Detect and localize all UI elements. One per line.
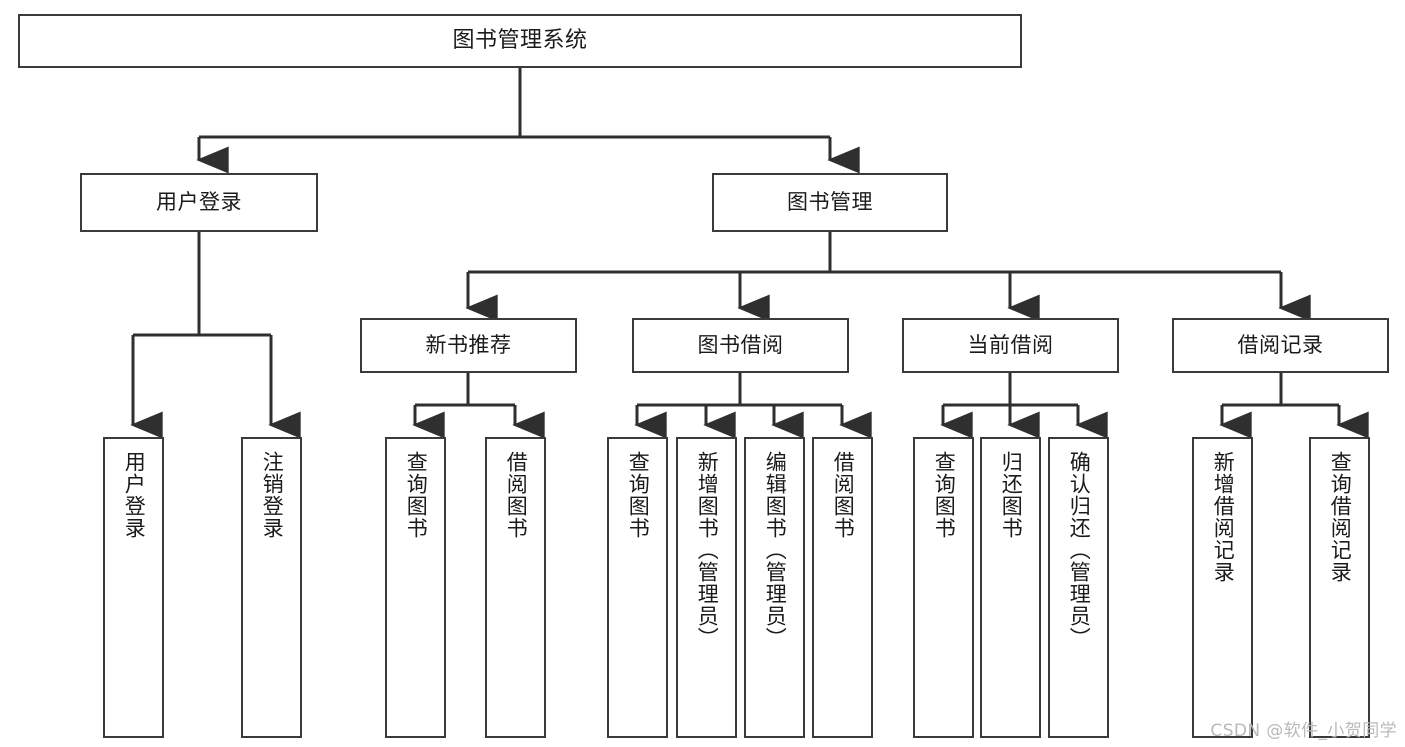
node-leaf-query-borrow-record[interactable]: 查询借阅记录 [1309,437,1370,738]
node-leaf-query-book-recommend[interactable]: 查询图书 [385,437,446,738]
node-leaf-query-book-borrow[interactable]: 查询图书 [607,437,668,738]
node-leaf-add-book[interactable]: 新增图书（管理员） [676,437,737,738]
node-user-login[interactable]: 用户登录 [80,173,318,232]
node-label: 图书管理 [787,190,873,215]
node-label: 编辑图书（管理员） [763,451,788,649]
node-label: 借阅图书 [504,451,529,539]
node-label: 借阅记录 [1237,333,1324,358]
node-leaf-logout-login[interactable]: 注销登录 [241,437,302,738]
node-new-book-recommend[interactable]: 新书推荐 [360,318,577,373]
node-leaf-user-login[interactable]: 用户登录 [103,437,164,738]
node-leaf-borrow-book-recommend[interactable]: 借阅图书 [485,437,546,738]
node-leaf-add-borrow-record[interactable]: 新增借阅记录 [1192,437,1253,738]
node-label: 查询图书 [404,451,429,539]
node-leaf-edit-book[interactable]: 编辑图书（管理员） [744,437,805,738]
node-leaf-query-book-current[interactable]: 查询图书 [913,437,974,738]
node-leaf-confirm-return[interactable]: 确认归还（管理员） [1048,437,1109,738]
node-label: 图书借阅 [697,333,784,358]
node-label: 当前借阅 [967,333,1054,358]
node-label: 用户登录 [156,190,242,215]
node-label: 查询借阅记录 [1328,451,1353,583]
node-label: 借阅图书 [831,451,856,539]
node-label: 确认归还（管理员） [1067,451,1092,649]
node-current-borrow[interactable]: 当前借阅 [902,318,1119,373]
node-label: 查询图书 [932,451,957,539]
node-label: 注销登录 [260,451,285,539]
node-label: 归还图书 [999,451,1024,539]
node-book-manage[interactable]: 图书管理 [712,173,948,232]
node-book-borrow[interactable]: 图书借阅 [632,318,849,373]
node-label: 新增图书（管理员） [695,451,720,649]
node-root-book-management-system[interactable]: 图书管理系统 [18,14,1022,68]
node-borrow-record[interactable]: 借阅记录 [1172,318,1389,373]
node-label: 查询图书 [626,451,651,539]
node-label: 新书推荐 [425,333,512,358]
node-leaf-return-book[interactable]: 归还图书 [980,437,1041,738]
node-label: 新增借阅记录 [1211,451,1236,583]
node-leaf-borrow-book[interactable]: 借阅图书 [812,437,873,738]
node-label: 用户登录 [122,451,147,539]
node-label: 图书管理系统 [452,28,588,54]
